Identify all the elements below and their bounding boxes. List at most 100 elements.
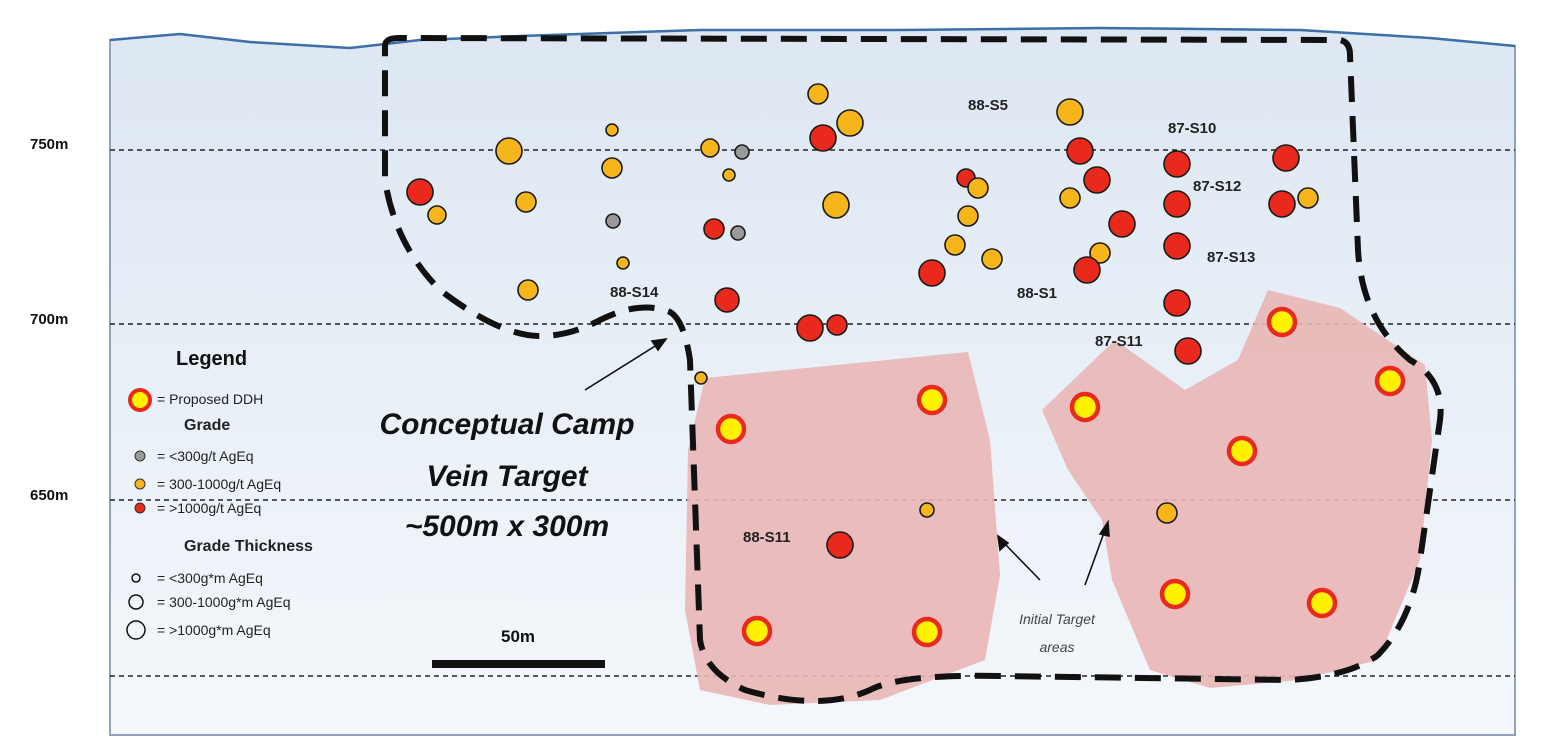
drill-hole xyxy=(714,287,740,313)
proposed-ddh xyxy=(1374,365,1406,397)
drill-hole xyxy=(1268,190,1296,218)
drill-hole xyxy=(605,213,621,229)
drill-hole xyxy=(1056,98,1084,126)
drill-hole xyxy=(517,279,539,301)
drill-hole xyxy=(1297,187,1319,209)
scale-bar xyxy=(432,660,605,668)
drill-hole xyxy=(822,191,850,219)
drill-hole xyxy=(1272,144,1300,172)
elevation-label-750: 750m xyxy=(30,136,68,153)
initial-target-area-left xyxy=(685,352,1000,705)
label-88-s5: 88-S5 xyxy=(968,97,1008,114)
label-87-s13: 87-S13 xyxy=(1207,249,1255,266)
arrows xyxy=(584,337,1110,586)
legend-grade-mid-symbol xyxy=(134,478,146,490)
drill-hole xyxy=(1163,190,1191,218)
drill-hole xyxy=(734,144,750,160)
drill-hole xyxy=(1174,337,1202,365)
arrow-initial-left xyxy=(1002,541,1041,581)
elevation-label-650: 650m xyxy=(30,487,68,504)
target-title-line3: ~500m x 300m xyxy=(405,510,609,543)
drill-hole xyxy=(1163,289,1191,317)
drill-hole xyxy=(703,218,725,240)
drill-hole xyxy=(918,259,946,287)
drill-hole xyxy=(427,205,447,225)
drill-hole xyxy=(616,256,630,270)
drill-hole xyxy=(957,205,979,227)
legend-proposed-label: = Proposed DDH xyxy=(157,391,263,407)
proposed-ddh xyxy=(1226,435,1258,467)
drill-hole xyxy=(807,83,829,105)
target-title-line1: Conceptual Camp xyxy=(379,408,634,441)
target-title-line2: Vein Target xyxy=(426,460,589,493)
proposed-ddh xyxy=(741,615,773,647)
drill-hole xyxy=(605,123,619,137)
drill-hole xyxy=(1066,137,1094,165)
legend-proposed-symbol xyxy=(128,388,152,412)
legend-thickness-low-symbol xyxy=(131,573,141,583)
label-87-s11: 87-S11 xyxy=(1095,333,1143,350)
drill-hole xyxy=(981,248,1003,270)
arrow-head-initial-left xyxy=(996,534,1010,552)
drill-hole xyxy=(796,314,824,342)
proposed-ddh xyxy=(911,616,943,648)
legend-title: Legend xyxy=(176,348,247,370)
legend: Legend = Proposed DDH Grade = <300g/t Ag… xyxy=(126,348,313,640)
legend-grade-title: Grade xyxy=(184,417,230,434)
initial-target-area-right xyxy=(1042,290,1432,688)
drill-hole xyxy=(1059,187,1081,209)
arrow-head-initial-right xyxy=(1098,519,1110,538)
label-87-s10: 87-S10 xyxy=(1168,120,1216,137)
drill-hole xyxy=(809,124,837,152)
drill-hole xyxy=(826,314,848,336)
legend-grade-high-label: = >1000g/t AgEq xyxy=(157,500,261,516)
label-88-s1: 88-S1 xyxy=(1017,285,1057,302)
drill-hole xyxy=(406,178,434,206)
proposed-ddh xyxy=(1069,391,1101,423)
legend-thickness-low-label: = <300g*m AgEq xyxy=(157,570,263,586)
drill-hole xyxy=(722,168,736,182)
drill-hole xyxy=(919,502,935,518)
elevation-label-700: 700m xyxy=(30,311,68,328)
drill-hole xyxy=(1108,210,1136,238)
proposed-ddh xyxy=(1306,587,1338,619)
drill-hole xyxy=(1163,232,1191,260)
legend-grade-high-symbol xyxy=(134,502,146,514)
drill-hole xyxy=(495,137,523,165)
label-88-s14: 88-S14 xyxy=(610,284,659,301)
drill-holes xyxy=(406,83,1406,648)
drill-hole xyxy=(967,177,989,199)
drill-hole xyxy=(836,109,864,137)
legend-grade-low-label: = <300g/t AgEq xyxy=(157,448,254,464)
label-87-s12: 87-S12 xyxy=(1193,178,1241,195)
proposed-ddh xyxy=(916,384,948,416)
proposed-ddh xyxy=(715,413,747,445)
proposed-ddh xyxy=(1266,306,1298,338)
drill-hole xyxy=(826,531,854,559)
drill-hole xyxy=(515,191,537,213)
drill-hole xyxy=(944,234,966,256)
arrow-head-conceptual xyxy=(650,337,668,352)
drill-hole xyxy=(1089,242,1111,264)
arrow-initial-right xyxy=(1084,529,1106,586)
drill-hole xyxy=(1073,256,1101,284)
label-88-s11: 88-S11 xyxy=(743,529,791,546)
drill-hole xyxy=(1083,166,1111,194)
drill-hole xyxy=(700,138,720,158)
drill-hole xyxy=(601,157,623,179)
topography-line xyxy=(109,26,1516,50)
drill-hole xyxy=(1163,150,1191,178)
arrow-conceptual-target xyxy=(584,342,661,391)
legend-grade-mid-label: = 300-1000g/t AgEq xyxy=(157,476,281,492)
initial-target-line1: Initial Target xyxy=(1019,611,1096,627)
legend-thickness-mid-label: = 300-1000g*m AgEq xyxy=(157,594,291,610)
legend-thickness-mid-symbol xyxy=(128,594,144,610)
scale-label: 50m xyxy=(501,627,535,646)
legend-thickness-title: Grade Thickness xyxy=(184,538,313,555)
legend-thickness-high-symbol xyxy=(126,620,146,640)
legend-grade-low-symbol xyxy=(134,450,146,462)
drill-hole xyxy=(730,225,746,241)
drill-hole xyxy=(1156,502,1178,524)
initial-target-line2: areas xyxy=(1039,639,1074,655)
